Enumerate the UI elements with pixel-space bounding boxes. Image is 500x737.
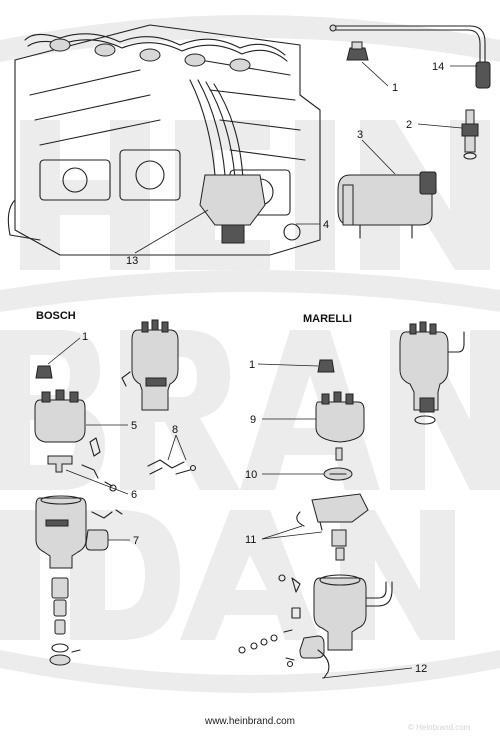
bosch-callout-5: 5: [131, 420, 137, 432]
callout-1-top: 1: [392, 82, 398, 94]
top-callouts: 14 1 2 3 4 13: [126, 61, 478, 267]
marelli-callouts: 1 9 10 11 12: [245, 359, 427, 679]
spark-plug: [461, 109, 479, 160]
bosch-heading: BOSCH: [36, 310, 76, 322]
marelli-callout-1: 1: [249, 359, 255, 371]
bosch-callout-6: 6: [131, 489, 137, 501]
marelli-callout-11: 11: [245, 534, 256, 546]
plug-cap: [346, 41, 369, 61]
bosch-callout-1: 1: [82, 331, 88, 343]
bosch-parts: [34, 319, 197, 666]
callout-13: 13: [126, 255, 138, 267]
marelli-heading: MARELLI: [303, 313, 352, 325]
marelli-callout-10: 10: [245, 469, 257, 481]
callout-3: 3: [357, 129, 363, 141]
engine-illustration: [7, 24, 321, 256]
watermark-corner-text: © Heinbrand.com: [408, 723, 471, 732]
marelli-callout-9: 9: [250, 414, 256, 426]
callout-2: 2: [406, 119, 412, 131]
bosch-callouts: 1 5 6 7 8: [47, 331, 187, 547]
bosch-callout-8: 8: [172, 424, 178, 436]
ignition-coil: [337, 171, 437, 239]
footer-url[interactable]: www.heinbrand.com: [204, 716, 295, 727]
marelli-callout-12: 12: [415, 663, 427, 675]
callout-14: 14: [432, 61, 444, 73]
marelli-parts: [238, 321, 465, 679]
callout-4: 4: [323, 219, 329, 231]
ht-lead: [329, 24, 491, 89]
bosch-callout-7: 7: [133, 535, 139, 547]
